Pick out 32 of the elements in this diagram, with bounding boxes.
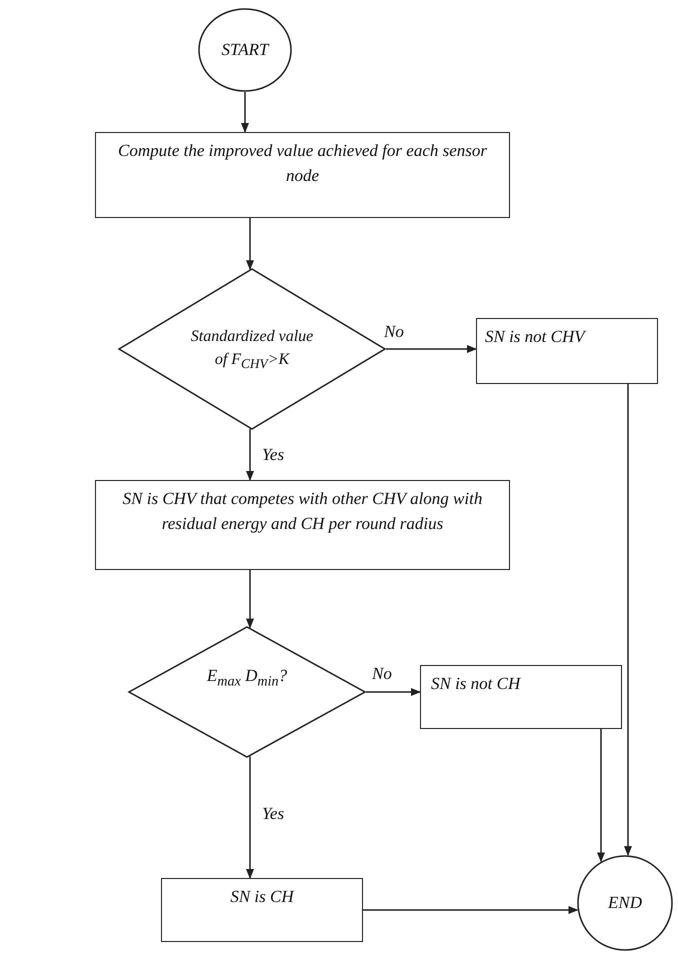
arrow	[386, 345, 477, 353]
node-text: SN is CHV that competes with other CHV along with residual energy and CH per round radius	[122, 488, 484, 535]
node-text: SN is not CH	[431, 673, 520, 695]
terminal-ellipse	[198, 8, 292, 92]
arrow	[241, 92, 249, 133]
decision-diamond	[118, 268, 386, 430]
process-box	[476, 318, 658, 384]
process-box	[95, 132, 510, 218]
arrow	[597, 729, 605, 862]
arrow	[246, 570, 254, 629]
edge-label: Yes	[262, 804, 284, 824]
node-text: E$_{max}$ D$_{min}$?	[206, 665, 288, 692]
arrow	[366, 688, 421, 696]
node-text: SN is CH	[230, 886, 294, 908]
node-text: Standardized value of F$_{CHV}$>K	[190, 326, 314, 374]
process-box	[420, 665, 622, 729]
node-text: SN is not CHV	[485, 326, 585, 348]
node-text: START	[222, 38, 268, 61]
edge-label: No	[384, 322, 404, 342]
arrow	[246, 756, 254, 879]
arrow	[363, 906, 579, 914]
process-box	[161, 878, 363, 942]
arrow	[624, 384, 632, 856]
arrow	[246, 428, 254, 481]
node-text: END	[608, 892, 642, 914]
node-text: Compute the improved value achieved for each sensor node	[116, 140, 488, 187]
terminal-ellipse	[577, 855, 673, 951]
arrow	[246, 218, 254, 270]
edge-label: Yes	[262, 445, 284, 465]
decision-diamond	[128, 626, 366, 758]
process-box	[95, 480, 510, 570]
edge-label: No	[372, 664, 392, 684]
